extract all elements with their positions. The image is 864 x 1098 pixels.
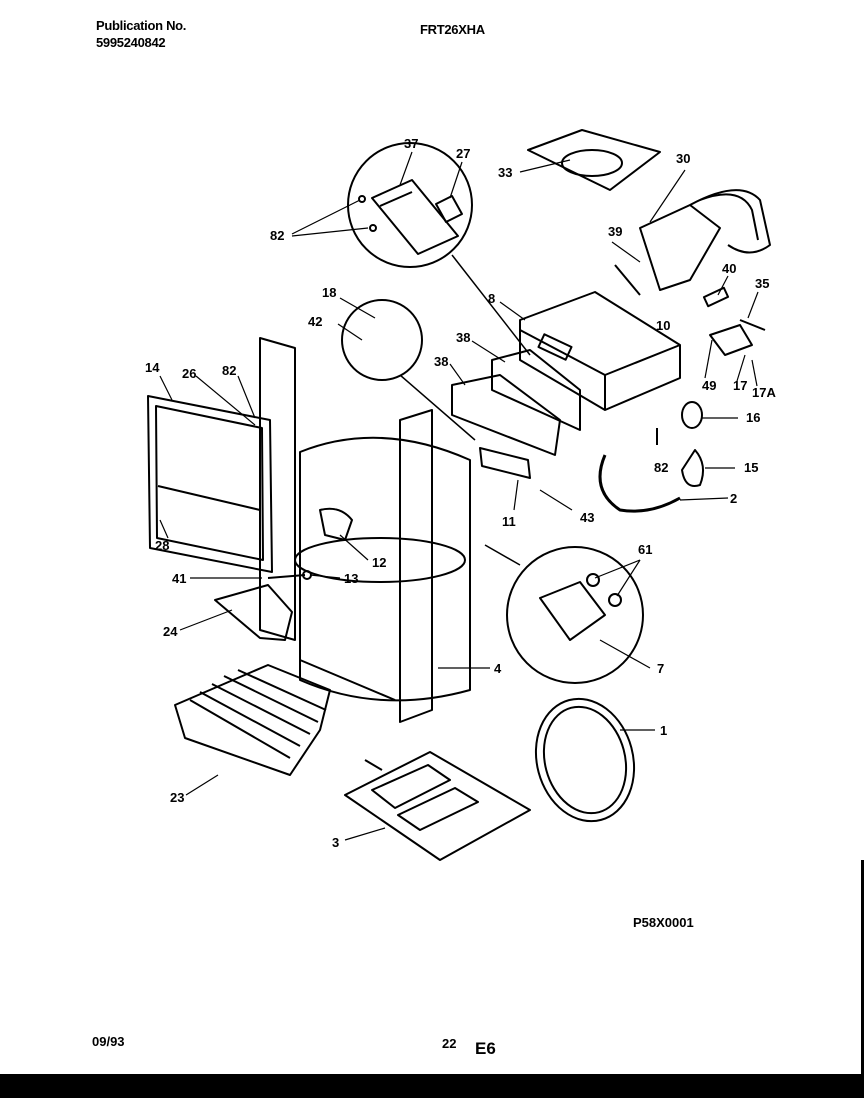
callout-18: 18 xyxy=(322,285,336,300)
publication-number: 5995240842 xyxy=(96,35,166,50)
detail-circle-top xyxy=(347,142,473,268)
callout-61: 61 xyxy=(638,542,652,557)
callout-43: 43 xyxy=(580,510,594,525)
callout-15: 15 xyxy=(744,460,758,475)
callout-38-a: 38 xyxy=(456,330,470,345)
detail-circle-switch xyxy=(506,546,644,684)
callout-23: 23 xyxy=(170,790,184,805)
callout-4: 4 xyxy=(494,661,502,676)
callout-33: 33 xyxy=(498,165,512,180)
part-38-panel-a xyxy=(491,349,581,431)
callout-30: 30 xyxy=(676,151,690,166)
publication-label: Publication No. xyxy=(96,18,187,33)
callout-42: 42 xyxy=(308,314,322,329)
callout-41: 41 xyxy=(172,571,186,586)
callout-10: 10 xyxy=(656,318,670,333)
callout-17a: 17A xyxy=(752,385,776,400)
callout-3: 3 xyxy=(332,835,339,850)
callout-49: 49 xyxy=(702,378,716,393)
callout-16: 16 xyxy=(746,410,760,425)
callout-1: 1 xyxy=(660,723,667,738)
part-33-plate xyxy=(527,129,661,191)
callout-27: 27 xyxy=(456,146,470,161)
callout-28: 28 xyxy=(155,538,169,553)
callout-24: 24 xyxy=(163,624,178,639)
callout-8: 8 xyxy=(488,291,495,306)
footer-date: 09/93 xyxy=(92,1034,125,1049)
part-30-housing xyxy=(639,204,721,291)
part-1-ring xyxy=(534,697,636,823)
callout-40: 40 xyxy=(722,261,736,276)
callout-39: 39 xyxy=(608,224,622,239)
part-2-harness xyxy=(598,454,681,513)
footer-page: 22 xyxy=(442,1036,456,1051)
model-number: FRT26XHA xyxy=(420,22,485,37)
cylinder xyxy=(299,436,471,702)
callout-17: 17 xyxy=(733,378,747,393)
callout-82-mid: 82 xyxy=(222,363,236,378)
callout-7: 7 xyxy=(657,661,664,676)
callout-14: 14 xyxy=(145,360,160,375)
part-3-heater-plate xyxy=(344,751,531,861)
callout-12: 12 xyxy=(372,555,386,570)
callout-11: 11 xyxy=(502,514,516,529)
part-8-control-box xyxy=(519,291,681,411)
callout-82-top: 82 xyxy=(270,228,284,243)
detail-circle-small xyxy=(341,299,423,381)
scan-edge xyxy=(861,860,864,1074)
callout-2: 2 xyxy=(730,491,737,506)
callout-37: 37 xyxy=(404,136,418,151)
part-23-tray xyxy=(174,664,331,776)
callout-13: 13 xyxy=(344,571,358,586)
part-4-strip xyxy=(399,409,433,723)
scan-border xyxy=(0,1074,864,1098)
part-14-panel xyxy=(147,395,273,573)
diagram-code: P58X0001 xyxy=(633,915,694,930)
part-24-paddle xyxy=(214,584,293,641)
callout-35: 35 xyxy=(755,276,769,291)
callout-82-right: 82 xyxy=(654,460,668,475)
part-38-panel-b xyxy=(451,374,561,456)
callout-26: 26 xyxy=(182,366,196,381)
callout-38-b: 38 xyxy=(434,354,448,369)
footer-section: E6 xyxy=(475,1039,496,1058)
